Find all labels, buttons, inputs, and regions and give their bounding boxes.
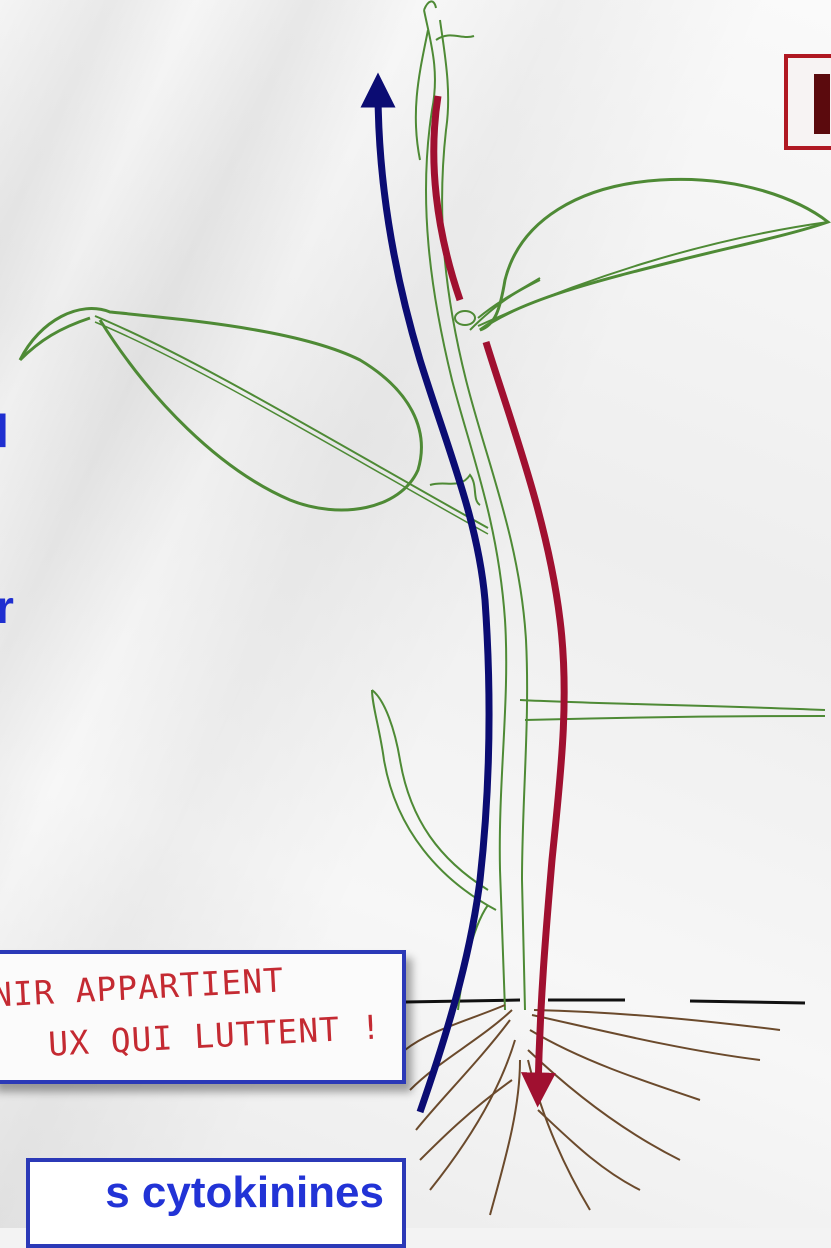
motto-box: NIR APPARTIENT UX QUI LUTTENT ! (0, 950, 406, 1084)
stem (372, 1, 825, 1010)
soil-line (405, 1000, 805, 1003)
caption-text: s cytokinines (105, 1168, 384, 1218)
motto-line: UX QUI LUTTENT ! (47, 1007, 382, 1063)
right-leaf (478, 179, 828, 330)
roots (405, 1005, 780, 1215)
motto-line: NIR APPARTIENT (0, 960, 285, 1014)
caption-box: s cytokinines (26, 1158, 406, 1248)
